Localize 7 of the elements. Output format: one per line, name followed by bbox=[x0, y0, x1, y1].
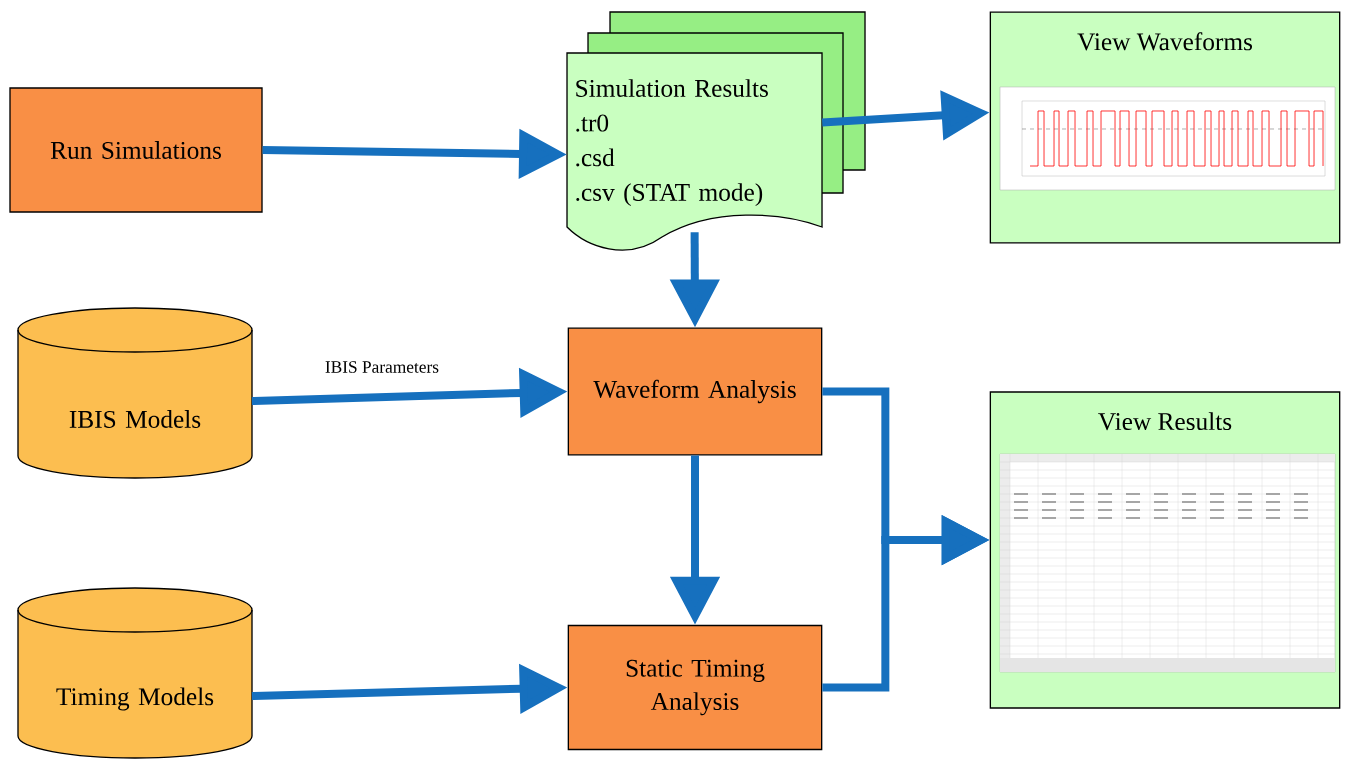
process-box: Waveform Analysis bbox=[567, 327, 823, 456]
process-box: Static Timing Analysis bbox=[567, 624, 823, 751]
process-box: Run Simulations bbox=[9, 87, 263, 213]
edge-label: IBIS Parameters bbox=[325, 361, 439, 373]
document-stack: Simulation Results .tr0 .csd .csv (STAT mode) bbox=[566, 11, 866, 251]
database-cylinder: Timing Models bbox=[17, 587, 253, 759]
database-cylinder: IBIS Models bbox=[17, 307, 253, 479]
